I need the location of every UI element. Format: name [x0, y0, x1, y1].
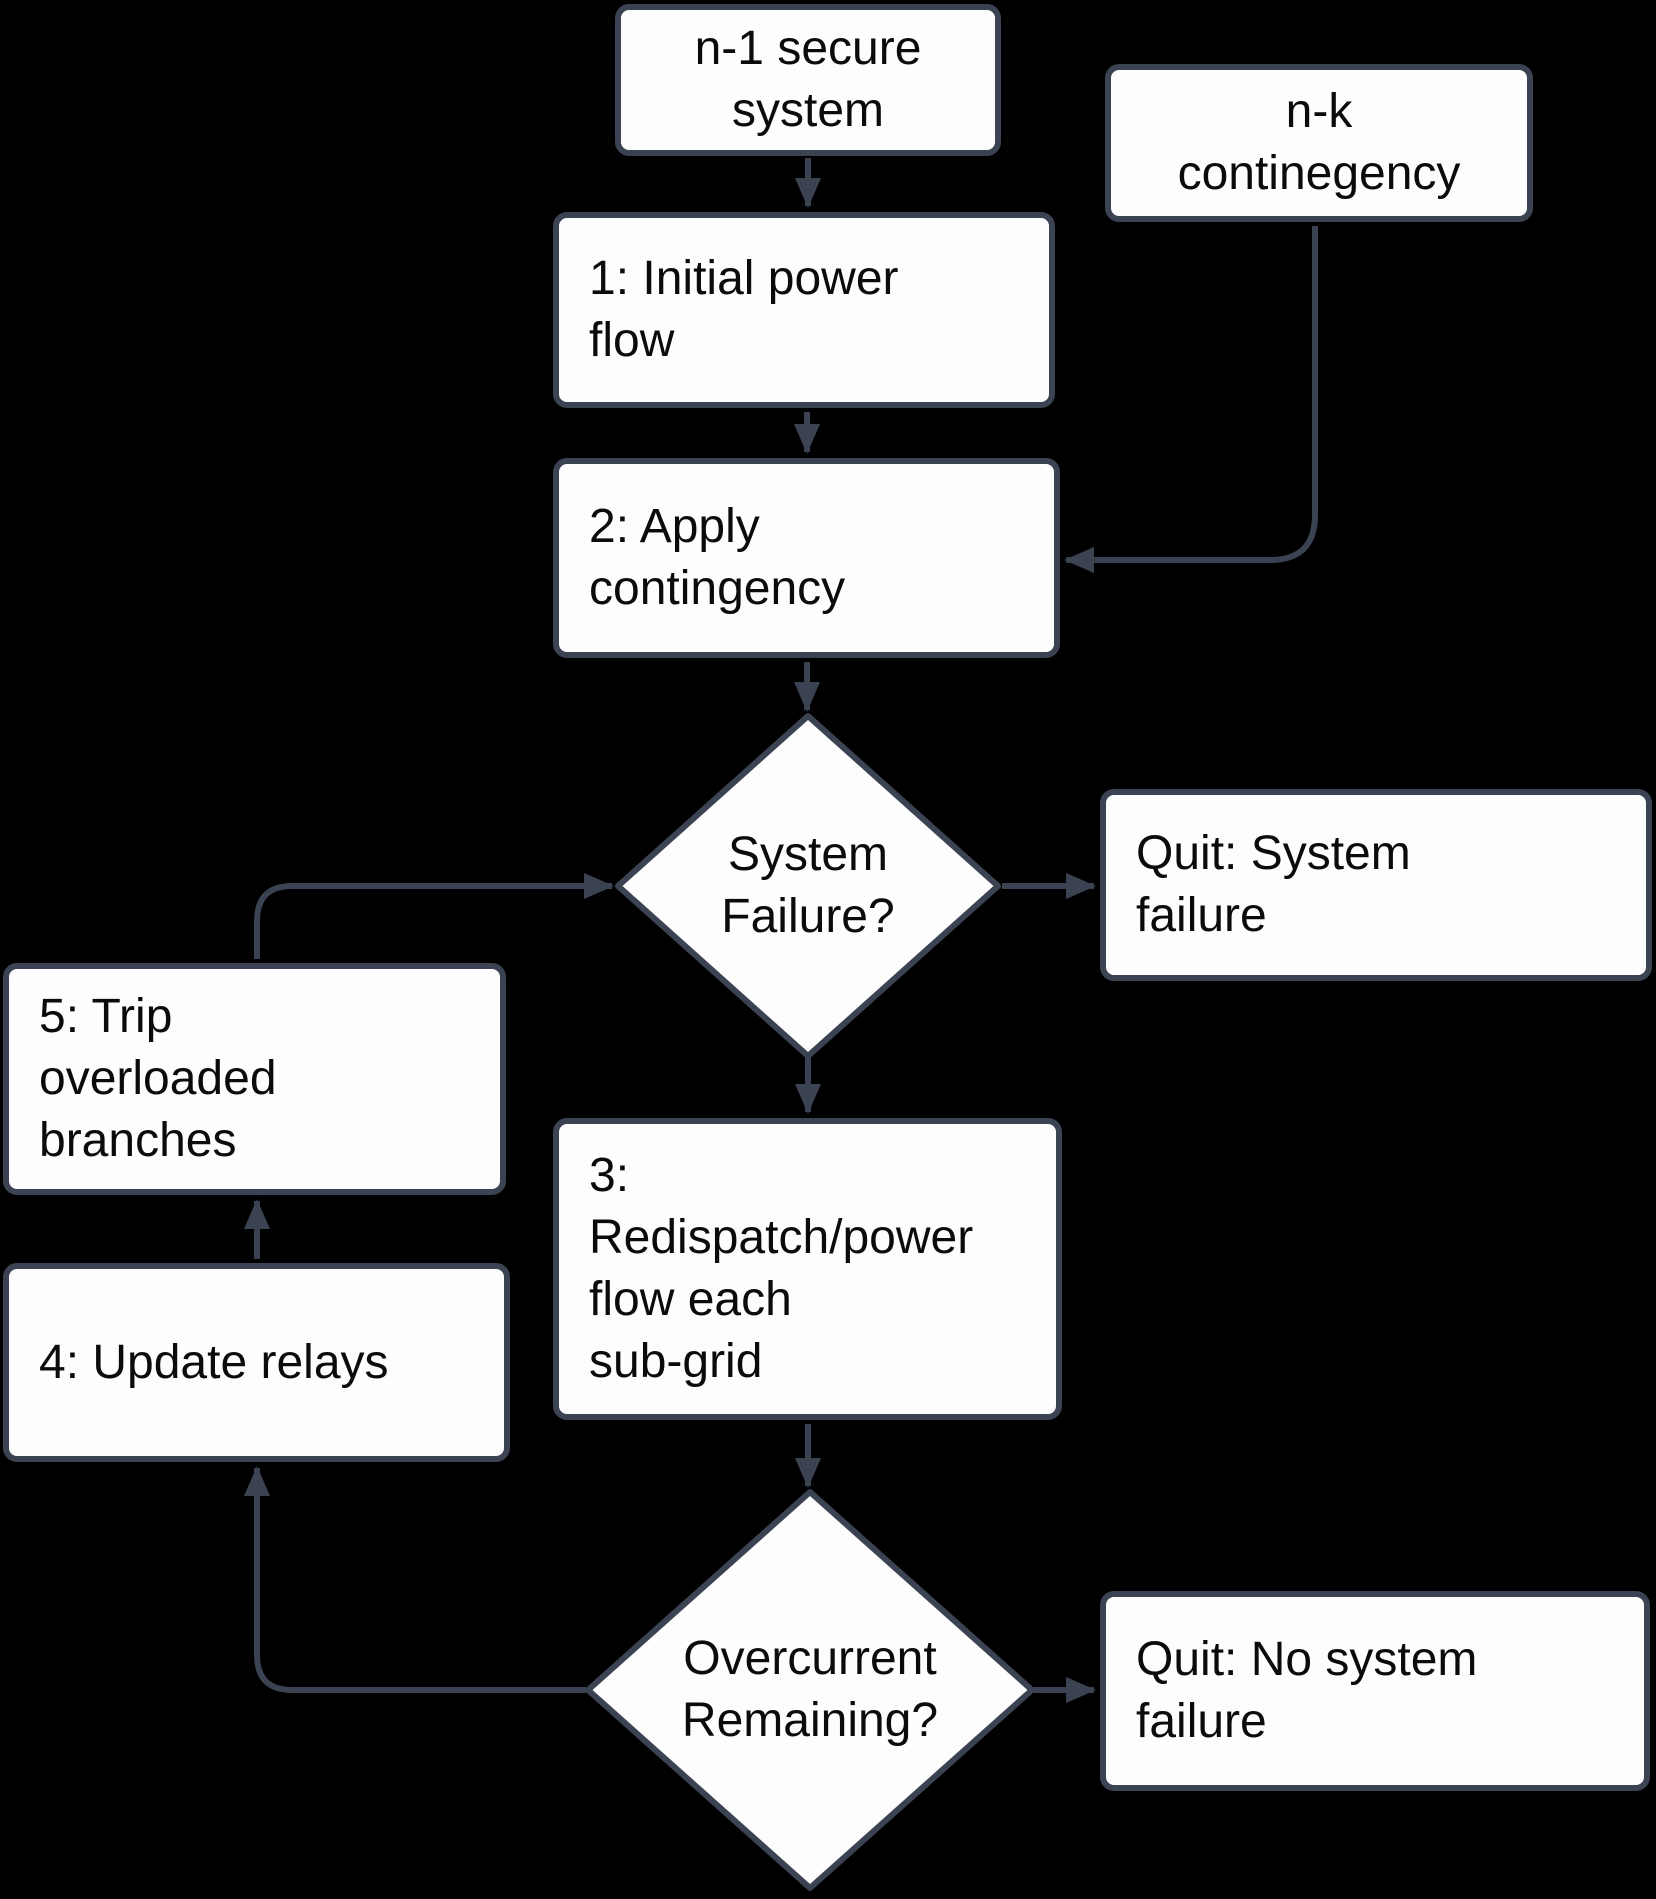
node-quit-system-failure: Quit: System failure [1100, 789, 1652, 981]
node-step1-initial-power-flow: 1: Initial power flow [553, 212, 1055, 408]
decision-system-failure-label: System Failure? [721, 828, 895, 943]
node-step3-redispatch: 3: Redispatch/power flow each sub-grid [553, 1118, 1062, 1420]
node-n1-secure-system: n-1 secure system [615, 4, 1001, 156]
node-step2-apply-contingency: 2: Apply contingency [553, 458, 1060, 658]
edge-overcurrent-to-step4 [244, 1466, 586, 1693]
node-step5-trip-overloaded-branches: 5: Trip overloaded branches [3, 963, 506, 1195]
node-quit-no-system-failure: Quit: No system failure [1100, 1591, 1650, 1791]
decision-overcurrent-remaining-shape [585, 1489, 1035, 1891]
node-step4-update-relays: 4: Update relays [3, 1263, 510, 1462]
decision-overcurrent-remaining-label: Overcurrent Remaining? [681, 1632, 939, 1747]
decision-system-failure-shape [615, 713, 1001, 1059]
edge-nk-to-step2 [1064, 226, 1318, 573]
node-nk-contingency: n-k continegency [1105, 64, 1533, 222]
edge-step5-to-system-failure [254, 873, 614, 959]
